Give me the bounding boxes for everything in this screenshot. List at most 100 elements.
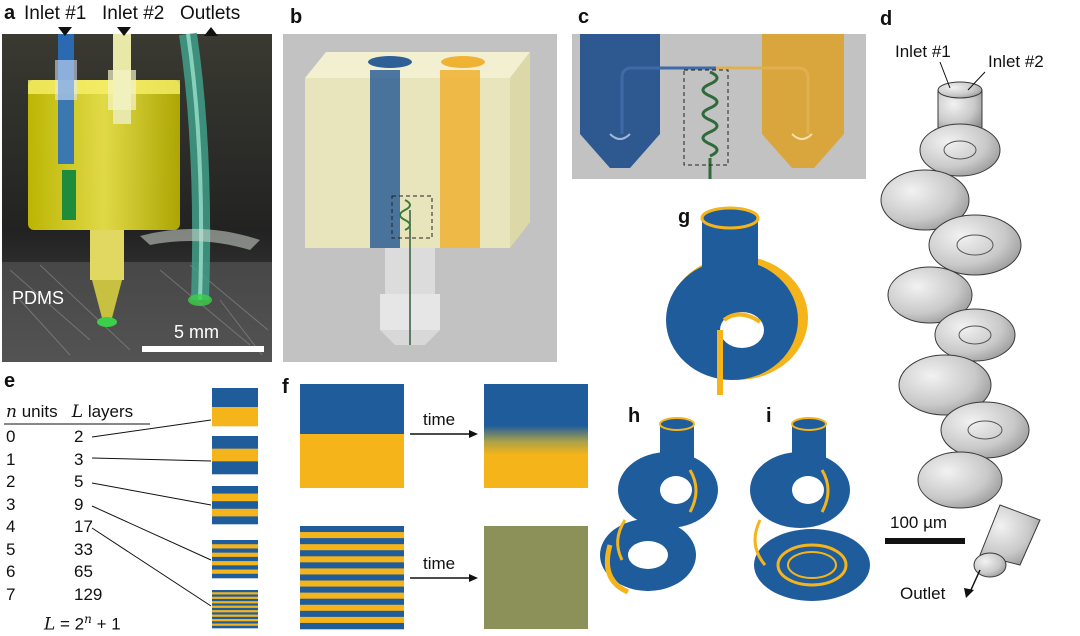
panel-e-formula-lhs: L bbox=[44, 614, 56, 635]
panel-f-stripe bbox=[300, 568, 404, 575]
layer-stripe bbox=[212, 461, 258, 475]
layer-stripe bbox=[212, 407, 258, 427]
layer-stripe bbox=[212, 623, 258, 627]
panel-e-formula: L = 2n + 1 bbox=[44, 612, 121, 635]
panel-label-f: f bbox=[282, 376, 289, 398]
panel-f-stripe bbox=[300, 598, 404, 606]
panel-d-scale-label: 100 µm bbox=[890, 513, 948, 532]
panel-label-e: e bbox=[4, 370, 16, 392]
layer-stripe bbox=[212, 556, 258, 562]
panel-f-stripe bbox=[300, 538, 404, 545]
panel-e-row-L: 17 bbox=[74, 517, 93, 536]
panel-e-row-L: 129 bbox=[74, 584, 103, 604]
panel-e-formula-mid: = 2 bbox=[55, 614, 85, 634]
layer-stripe bbox=[212, 605, 258, 609]
panel-f-stripe bbox=[300, 616, 404, 624]
panel-e-header: n units L layers bbox=[6, 402, 133, 422]
panel-e-row-n: 2 bbox=[6, 472, 16, 491]
panel-label-b: b bbox=[290, 6, 303, 28]
layer-stripe bbox=[212, 598, 258, 602]
panel-f-multilayer-start bbox=[300, 526, 404, 630]
panel-a-scale-label: 5 mm bbox=[174, 322, 219, 342]
panel-e-formula-rhs: + 1 bbox=[91, 614, 121, 634]
layer-stripe-icon bbox=[212, 540, 258, 579]
panel-e-row-n: 7 bbox=[6, 584, 16, 604]
panel-e-row-n: 0 bbox=[6, 427, 16, 446]
panel-f-stripe bbox=[300, 532, 404, 539]
layer-stripe bbox=[212, 548, 258, 553]
layer-stripe bbox=[212, 596, 258, 600]
layer-stripe bbox=[212, 493, 258, 502]
panel-a-inlet1-label: Inlet #1 bbox=[24, 3, 87, 24]
panel-a-outlets-label: Outlets bbox=[180, 3, 241, 24]
layer-stripe bbox=[212, 516, 258, 525]
panel-f-stripe bbox=[300, 586, 404, 593]
panel-e-row-L: 2 bbox=[74, 427, 84, 446]
layer-stripe bbox=[212, 607, 258, 611]
panel-f-stripe bbox=[300, 550, 404, 557]
panel-e-row-L: 33 bbox=[74, 539, 93, 559]
layer-stripe bbox=[212, 508, 258, 517]
panel-a-pdms-label: PDMS bbox=[12, 288, 65, 308]
panel-e-connector-line bbox=[91, 457, 212, 462]
panel-f-two-layer-start bbox=[300, 384, 404, 434]
panel-label-a: a bbox=[4, 2, 16, 24]
panel-label-g: g bbox=[678, 206, 691, 228]
panel-f-stripe bbox=[300, 544, 404, 551]
panel-h-shape bbox=[600, 417, 718, 595]
panel-e-row-L: 3 bbox=[74, 449, 84, 469]
layer-stripe bbox=[212, 625, 258, 629]
panel-f-stripe bbox=[300, 622, 404, 630]
layer-stripe bbox=[212, 388, 258, 408]
panel-e-connector-line bbox=[91, 527, 212, 607]
panel-e-col1-var: n bbox=[6, 402, 17, 422]
panel-e-row-n: 5 bbox=[6, 539, 16, 559]
panel-e-row-n: 3 bbox=[6, 494, 16, 514]
layer-stripe bbox=[212, 619, 258, 622]
panel-e-col2-var: L bbox=[71, 402, 84, 422]
panel-f-stripe bbox=[300, 556, 404, 563]
panel-f-stripe bbox=[300, 592, 404, 600]
panel-label-h: h bbox=[628, 405, 641, 427]
panel-g-shape bbox=[666, 206, 808, 395]
layer-stripe bbox=[212, 573, 258, 579]
panel-e-row-L: 65 bbox=[74, 562, 93, 581]
panel-label-d: d bbox=[880, 8, 893, 30]
layer-stripe bbox=[212, 436, 258, 449]
panel-e-row-L: 9 bbox=[74, 494, 84, 514]
layer-stripe bbox=[212, 544, 258, 549]
layer-stripe bbox=[212, 612, 258, 615]
panel-f-time-bottom: time bbox=[423, 554, 456, 573]
panel-f-stripe bbox=[300, 574, 404, 581]
panel-d-inlet1-label: Inlet #1 bbox=[895, 42, 951, 61]
layer-stripe bbox=[212, 621, 258, 624]
panel-e-col2-word: layers bbox=[87, 402, 134, 421]
panel-e-col1-word: units bbox=[21, 402, 58, 421]
panel-e-row-n: 1 bbox=[6, 449, 16, 469]
layer-stripe bbox=[212, 501, 258, 510]
panel-e-row-L: 5 bbox=[74, 472, 84, 491]
layer-stripe bbox=[212, 610, 258, 613]
layer-stripe-icon bbox=[212, 590, 258, 629]
layer-stripe bbox=[212, 601, 258, 604]
layer-stripe bbox=[212, 486, 258, 494]
panel-e-connector-line bbox=[91, 505, 212, 561]
panel-e-connector-line bbox=[91, 482, 212, 506]
panel-f-multilayer-end bbox=[484, 526, 588, 629]
panel-f-stripe bbox=[300, 526, 404, 533]
panel-d-outlet-label: Outlet bbox=[900, 584, 946, 603]
panel-i-shape bbox=[750, 417, 870, 601]
panel-label-c: c bbox=[578, 6, 590, 28]
panel-a-scale-bar bbox=[142, 346, 264, 352]
panel-f-stripe bbox=[300, 604, 404, 612]
layer-stripe-icon bbox=[212, 436, 258, 475]
layer-stripe bbox=[212, 594, 258, 598]
layer-stripe bbox=[212, 448, 258, 462]
panel-e-formula-exp: n bbox=[84, 612, 92, 626]
